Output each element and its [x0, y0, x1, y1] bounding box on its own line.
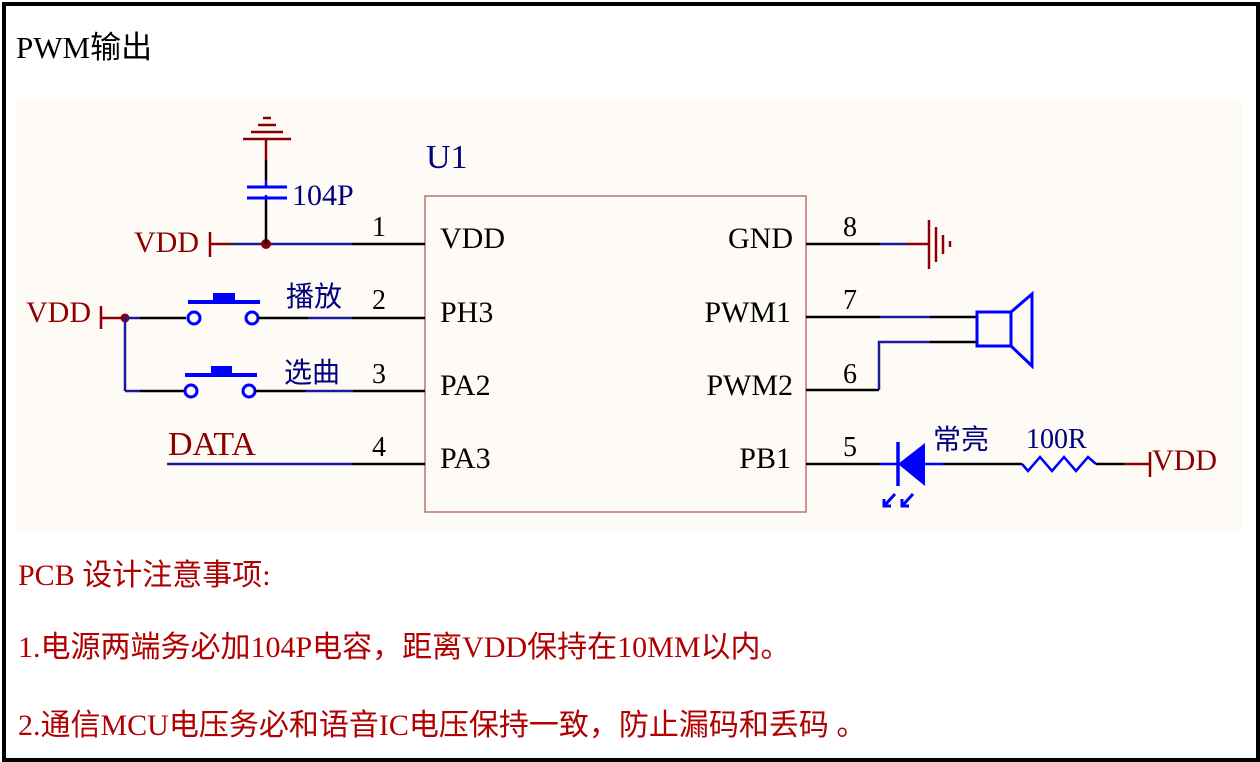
data-net-label: DATA — [168, 426, 256, 463]
led-icon — [882, 442, 943, 508]
pin-number-1: 1 — [372, 212, 386, 243]
schematic-panel: U1 VDD PH3 PA2 PA3 GND PWM1 PWM2 PB1 1 2… — [16, 99, 1242, 530]
pin-name-pwm1: PWM1 — [704, 296, 791, 329]
pin-number-7: 7 — [843, 285, 857, 316]
pin-number-4: 4 — [372, 432, 386, 463]
switch-play — [186, 293, 260, 326]
vdd-label-pin1: VDD — [134, 226, 199, 259]
note-item: 1.电源两端务必加104P电容，距离VDD保持在10MM以内。 — [18, 631, 791, 664]
vdd-label-led: VDD — [1152, 444, 1217, 477]
pin-name-gnd: GND — [728, 222, 793, 255]
capacitor-104p — [247, 140, 287, 244]
ground-icon-right — [927, 220, 952, 269]
speaker-icon — [975, 290, 1034, 370]
notes-heading: PCB 设计注意事项: — [18, 559, 271, 592]
vdd-net-switches — [99, 306, 186, 393]
pin-name-pa3: PA3 — [440, 442, 491, 475]
capacitor-label: 104P — [292, 179, 354, 212]
note-item: 2.通信MCU电压务必和语音IC电压保持一致，防止漏码和丢码 。 — [18, 709, 867, 742]
pin-name-pa2: PA2 — [440, 369, 491, 402]
pin-number-5: 5 — [843, 432, 857, 463]
pin-number-3: 3 — [372, 359, 386, 390]
pin-name-pb1: PB1 — [739, 442, 791, 475]
led-label: 常亮 — [933, 424, 989, 456]
pin-number-2: 2 — [372, 285, 386, 316]
resistor-icon — [1021, 455, 1097, 473]
resistor-label: 100R — [1026, 424, 1087, 455]
chip-designator: U1 — [426, 139, 468, 176]
page-title: PWM输出 — [16, 30, 153, 65]
vdd-label-switches: VDD — [26, 296, 91, 329]
ground-icon-top — [243, 116, 291, 141]
schematic-diagram: U1 VDD PH3 PA2 PA3 GND PWM1 PWM2 PB1 1 2… — [26, 116, 1217, 513]
pin-name-vdd: VDD — [440, 222, 505, 255]
switch-play-label: 播放 — [286, 281, 342, 313]
pin-name-pwm2: PWM2 — [706, 369, 793, 402]
pin-number-8: 8 — [843, 212, 857, 243]
switch-select — [183, 366, 257, 399]
chip-body — [424, 195, 807, 513]
switch-select-label: 选曲 — [284, 357, 340, 389]
pin-number-6: 6 — [843, 359, 857, 390]
wire — [877, 340, 930, 390]
pin-name-ph3: PH3 — [440, 296, 493, 329]
vdd-net-pin1 — [208, 232, 425, 257]
